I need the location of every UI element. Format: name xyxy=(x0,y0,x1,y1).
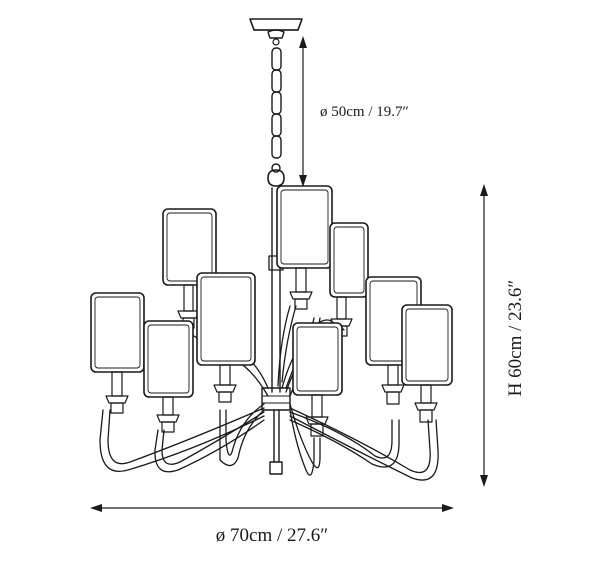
height-label: H 60cm / 23.6″ xyxy=(505,280,526,397)
diameter-dimension: ø 70cm / 27.6″ xyxy=(90,504,454,546)
diameter-label: ø 70cm / 27.6″ xyxy=(216,525,328,546)
height-dimension: H 60cm / 23.6″ xyxy=(480,184,526,487)
lamp-shade xyxy=(276,185,333,310)
lamp-shade xyxy=(329,222,369,337)
hanging-chain xyxy=(267,47,285,187)
ceiling-canopy xyxy=(249,18,303,46)
lamp-shade xyxy=(162,208,217,329)
lamp-shade xyxy=(143,320,194,433)
lamp-shade xyxy=(90,292,145,414)
lamp-shade xyxy=(292,322,343,437)
lamp-shade xyxy=(196,272,256,403)
chain-length-dimension: ø 50cm / 19.7″ xyxy=(299,36,409,187)
lamp-shade xyxy=(401,304,453,423)
chain-length-label: ø 50cm / 19.7″ xyxy=(320,104,409,120)
lamp-shades xyxy=(90,185,453,437)
